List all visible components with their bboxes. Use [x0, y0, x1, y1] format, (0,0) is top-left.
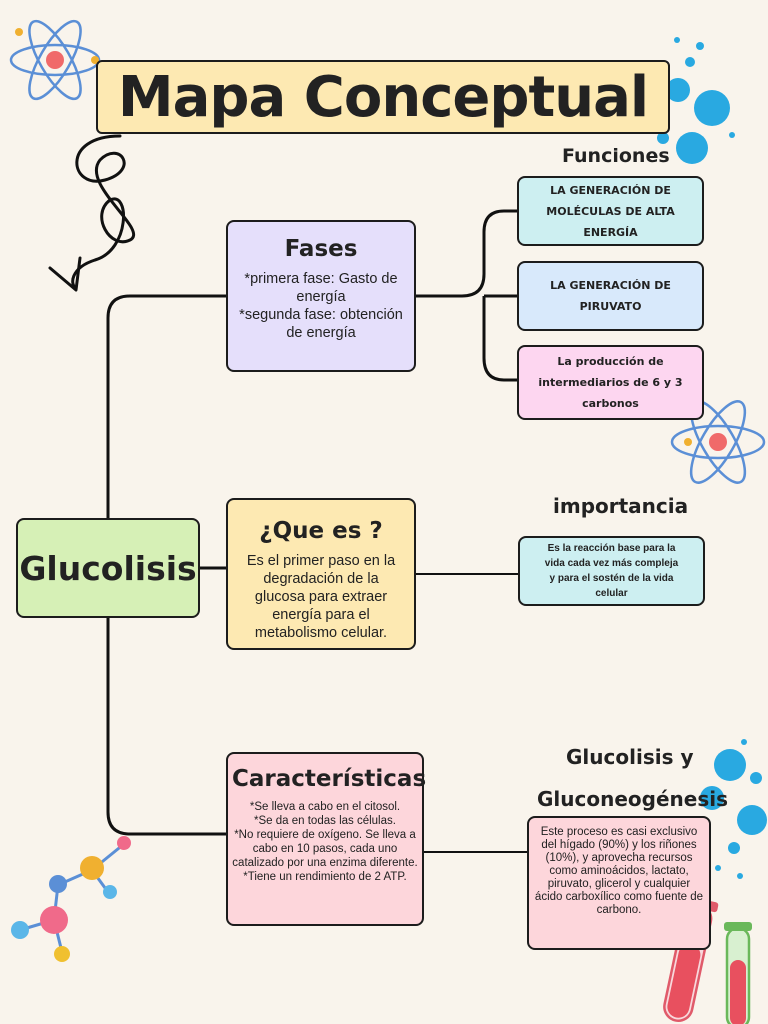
caracteristicas-body: *Se lleva a cabo en el citosol. *Se da e… [232, 801, 418, 883]
gluconeo-label-line2: Gluconeogénesis [537, 787, 728, 811]
molecule-icon [11, 836, 131, 962]
trunk-line [106, 294, 226, 836]
bracket-funciones [416, 209, 517, 382]
funcion-item-2: LA GENERACIÓN DE PIRUVATO [517, 261, 704, 331]
que-es-title: ¿Que es ? [259, 518, 383, 544]
caracteristicas-title: Características [232, 766, 427, 792]
swirl-arrowhead [48, 256, 82, 292]
gluconeo-body: Este proceso es casi exclusivo del hígad… [534, 826, 704, 916]
caracteristicas-node: Características *Se lleva a cabo en el c… [226, 752, 427, 926]
funcion-item-1: LA GENERACIÓN DE MOLÉCULAS DE ALTA ENERG… [517, 176, 704, 246]
que-es-node: ¿Que es ? Es el primer paso en la degrad… [226, 498, 416, 650]
que-es-body: Es el primer paso en la degradación de l… [246, 553, 396, 641]
funciones-label: Funciones [562, 145, 670, 167]
root-node: Glucolisis [16, 518, 200, 618]
atom-icon-top [9, 19, 101, 101]
fases-title: Fases [284, 236, 358, 262]
page-title: Mapa Conceptual [117, 64, 649, 130]
title-banner: Mapa Conceptual [96, 60, 670, 134]
fases-body: *primera fase: Gasto de energía *segunda… [239, 271, 403, 341]
bubbles-icon-bottom [700, 739, 767, 879]
funcion-item-3: La producción de intermediarios de 6 y 3… [517, 345, 704, 420]
bubbles-icon-top [657, 37, 735, 164]
gluconeo-label-line1: Glucolisis y [566, 745, 694, 769]
test-tube-icon-green [724, 922, 752, 1024]
fases-node: Fases *primera fase: Gasto de energía *s… [226, 220, 416, 372]
gluconeo-node: Este proceso es casi exclusivo del hígad… [527, 816, 711, 950]
swirl-arrow [71, 134, 135, 290]
importancia-label: importancia [553, 494, 689, 518]
root-label: Glucolisis [19, 548, 197, 588]
importancia-node: Es la reacción base para la vida cada ve… [518, 536, 705, 606]
